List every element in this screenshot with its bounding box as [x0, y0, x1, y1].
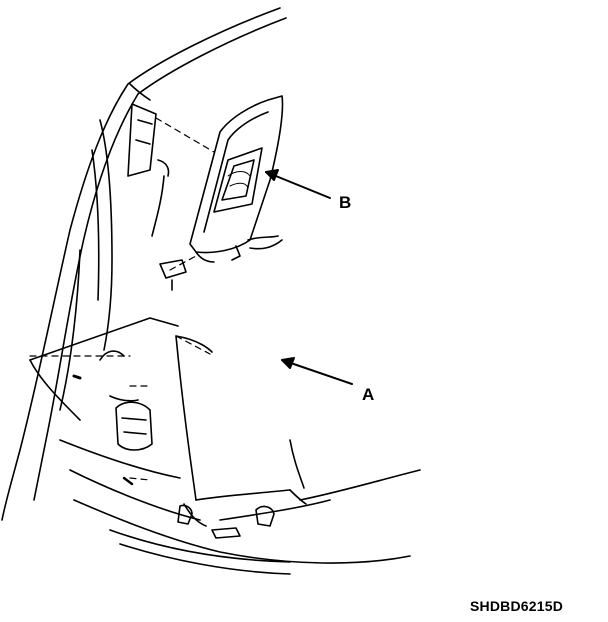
- door-sill: [29, 317, 421, 575]
- hardware: [72, 103, 275, 539]
- lower-trim-panel: [175, 335, 307, 527]
- callout-arrows: [265, 169, 353, 385]
- alignment-lines: [29, 117, 215, 481]
- figure-code: SHDBD6215D: [470, 598, 564, 614]
- arrowhead-a: [281, 357, 295, 369]
- leader-line-b: [265, 171, 331, 199]
- callout-label-a: A: [362, 385, 375, 404]
- arrowhead-b: [265, 169, 279, 181]
- pillar-outline: [1, 7, 287, 521]
- callout-label-b: B: [339, 193, 352, 212]
- leader-line-a: [281, 359, 353, 385]
- upper-trim-panel: [189, 95, 284, 263]
